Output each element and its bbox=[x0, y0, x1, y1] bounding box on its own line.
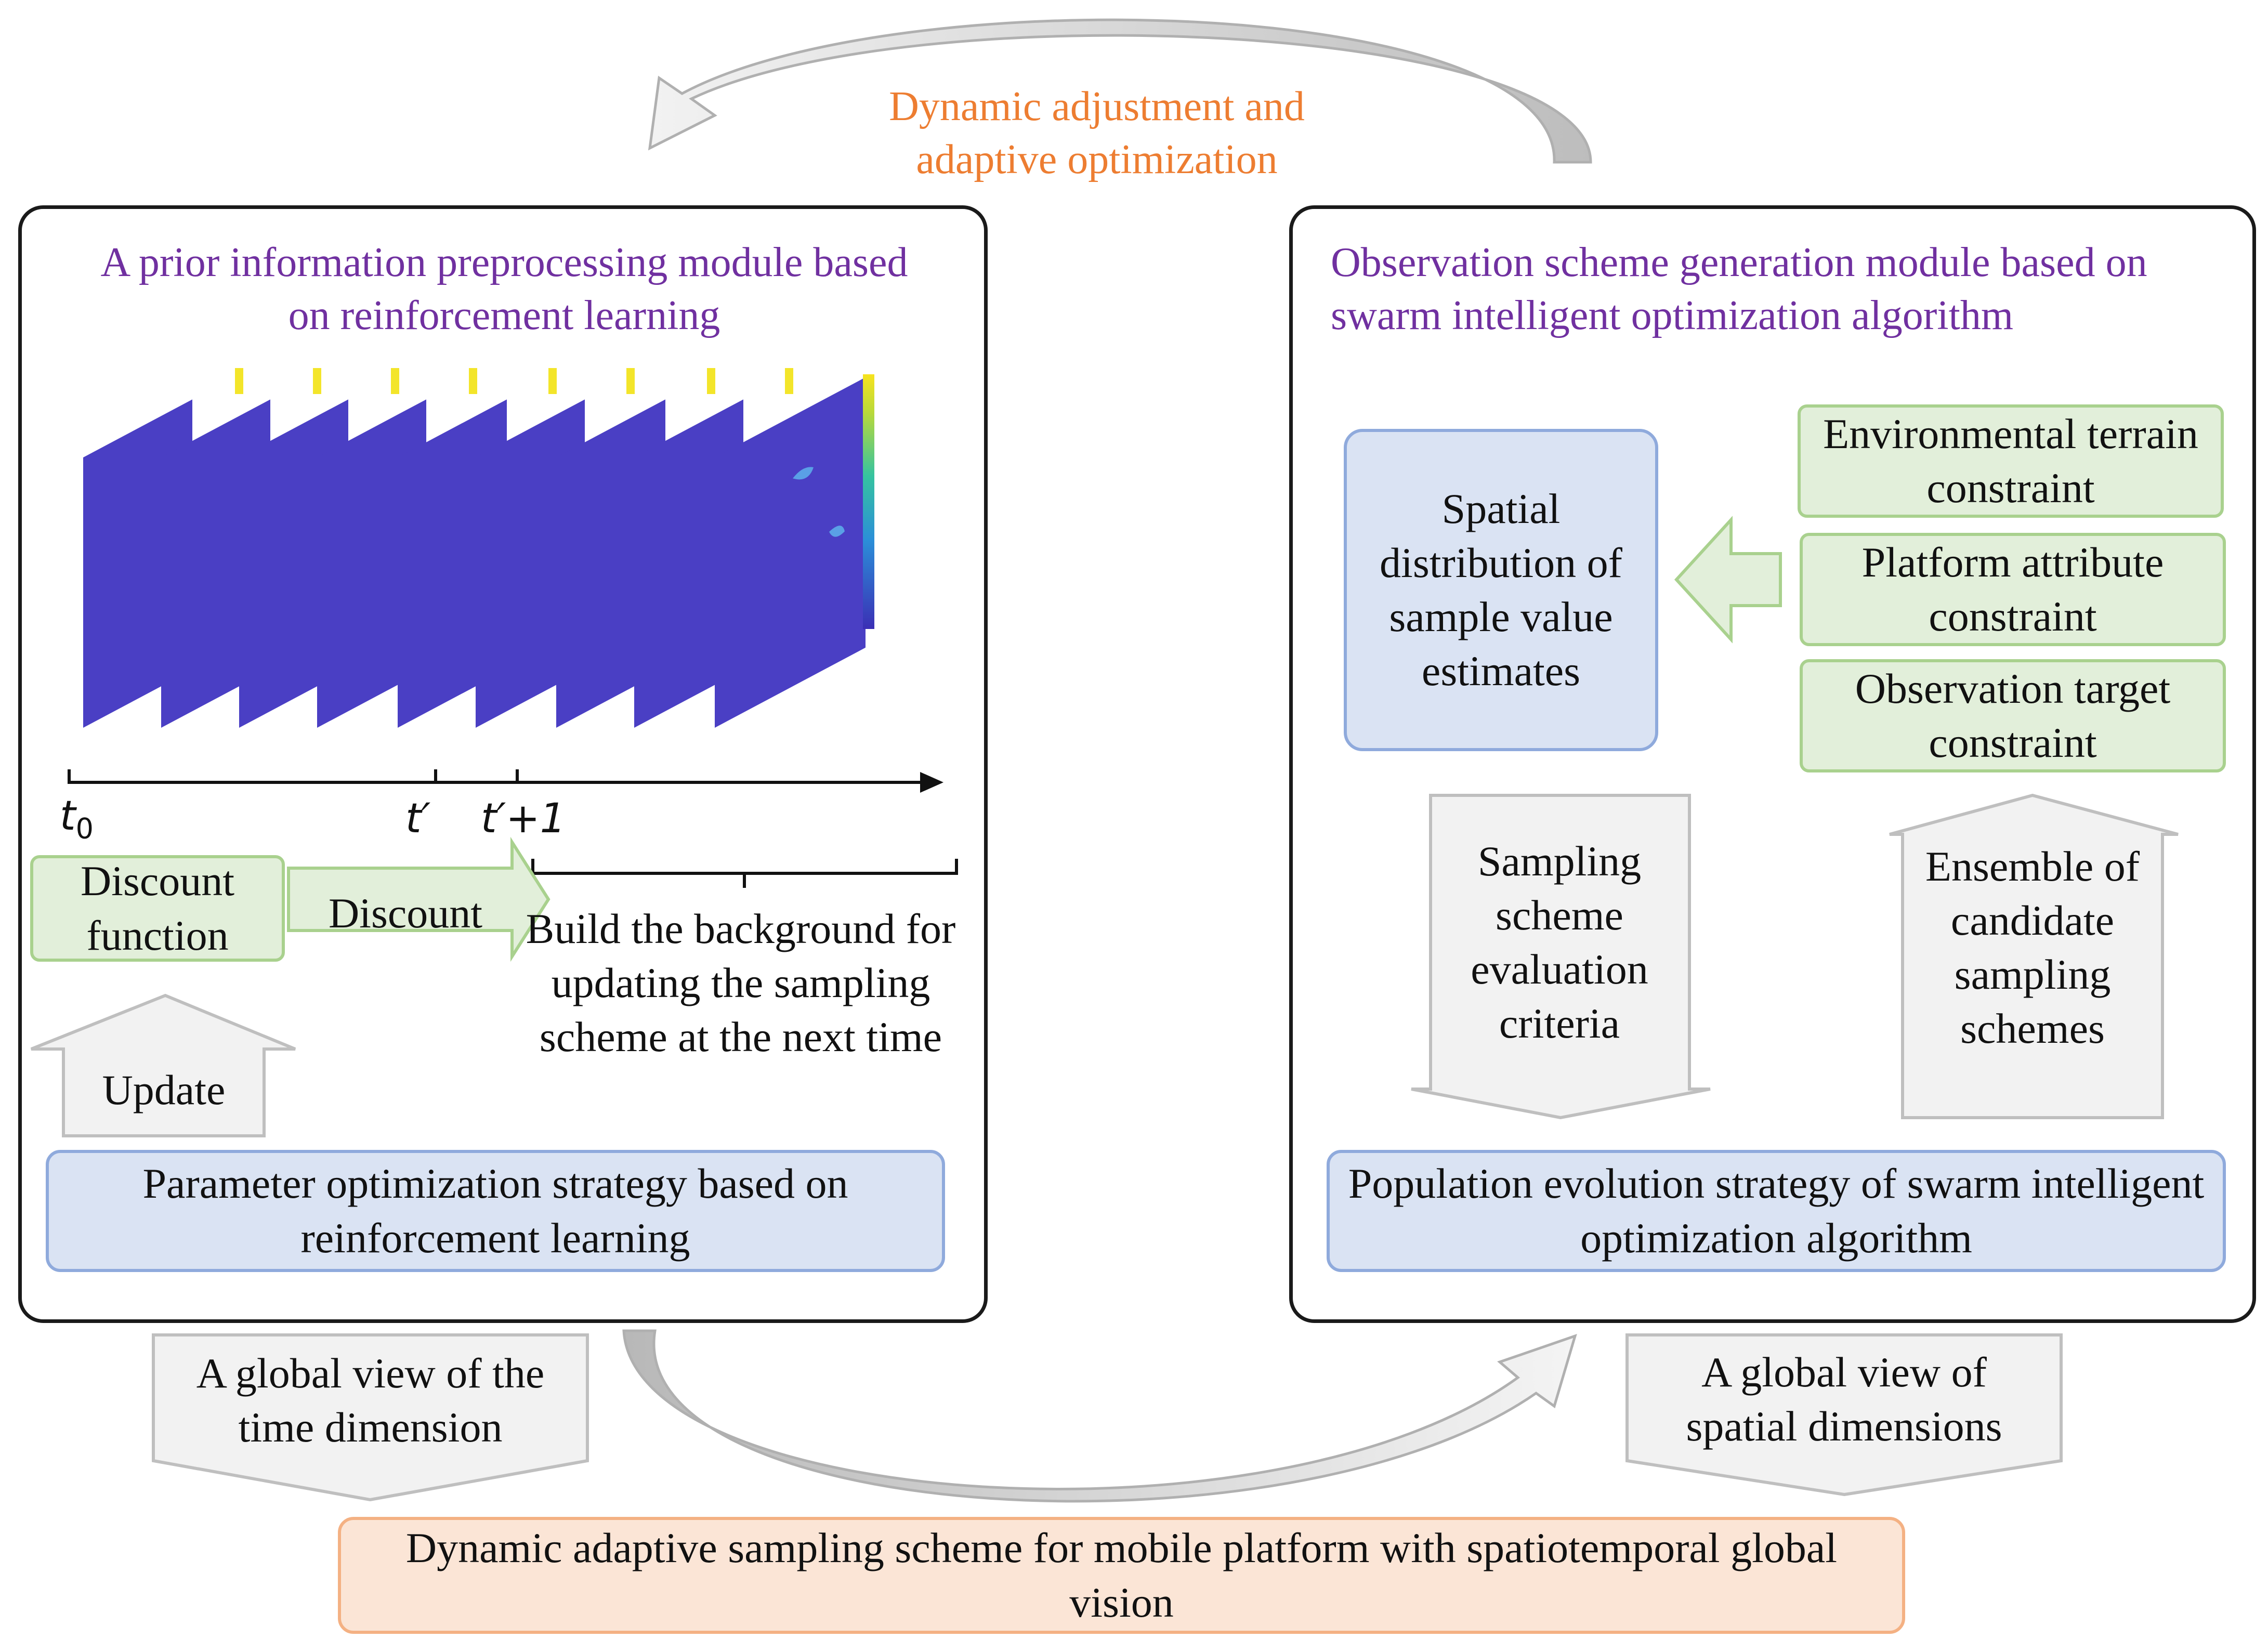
timeline-label-t-prime-plus-one: t′+1 bbox=[481, 795, 566, 842]
build-background-text: Build the background for updating the sa… bbox=[526, 905, 956, 1061]
update-arrow-label: Update bbox=[102, 1066, 226, 1113]
colorbar bbox=[863, 374, 874, 629]
constraint-environmental-terrain: Environmental terrain constraint bbox=[1798, 404, 2224, 518]
spatial-view-arrow bbox=[1625, 1333, 2063, 1497]
map-slice-front bbox=[715, 377, 866, 728]
constraint-observation-target: Observation target constraint bbox=[1800, 659, 2226, 772]
final-scheme-box: Dynamic adaptive sampling scheme for mob… bbox=[338, 1517, 1905, 1634]
timeline-label-t-prime: t′ bbox=[405, 795, 431, 842]
parameter-strategy-box: Parameter optimization strategy based on… bbox=[46, 1150, 945, 1272]
update-arrow-shape bbox=[30, 993, 296, 1137]
discount-function-box: Discount function bbox=[30, 855, 285, 962]
top-loop-label: Dynamic adjustment and adaptive optimiza… bbox=[889, 84, 1305, 182]
timeline-label-t0: t0 bbox=[60, 793, 94, 845]
left-module-panel bbox=[18, 205, 988, 1323]
timeline bbox=[68, 769, 958, 888]
evaluation-criteria-label: Sampling scheme evaluation criteria bbox=[1471, 837, 1648, 1047]
discount-arrow-label: Discount bbox=[328, 889, 483, 937]
spatial-distribution-box: Spatial distribution of sample value est… bbox=[1344, 429, 1658, 751]
ensemble-label: Ensemble of candidate sampling schemes bbox=[1925, 843, 2140, 1053]
spatial-view-label: A global view of spatial dimensions bbox=[1686, 1348, 2002, 1450]
map-stack bbox=[83, 368, 874, 728]
time-view-label: A global view of the time dimension bbox=[196, 1349, 545, 1451]
right-module-panel bbox=[1289, 205, 2256, 1323]
colorbar-tips bbox=[235, 368, 793, 394]
bottom-loop-arrow bbox=[622, 1329, 1577, 1503]
left-module-title: A prior information preprocessing module… bbox=[100, 240, 908, 338]
top-loop-arrow bbox=[648, 18, 1592, 164]
constraint-platform-attribute: Platform attribute constraint bbox=[1800, 533, 2226, 646]
constraint-arrow bbox=[1674, 516, 1782, 644]
evaluation-arrow bbox=[1411, 794, 1711, 1120]
ensemble-arrow bbox=[1889, 793, 2179, 1119]
population-strategy-box: Population evolution strategy of swarm i… bbox=[1327, 1150, 2226, 1272]
time-view-arrow bbox=[152, 1333, 589, 1502]
right-module-title: Observation scheme generation module bas… bbox=[1331, 240, 2147, 338]
discount-arrow bbox=[287, 836, 550, 962]
